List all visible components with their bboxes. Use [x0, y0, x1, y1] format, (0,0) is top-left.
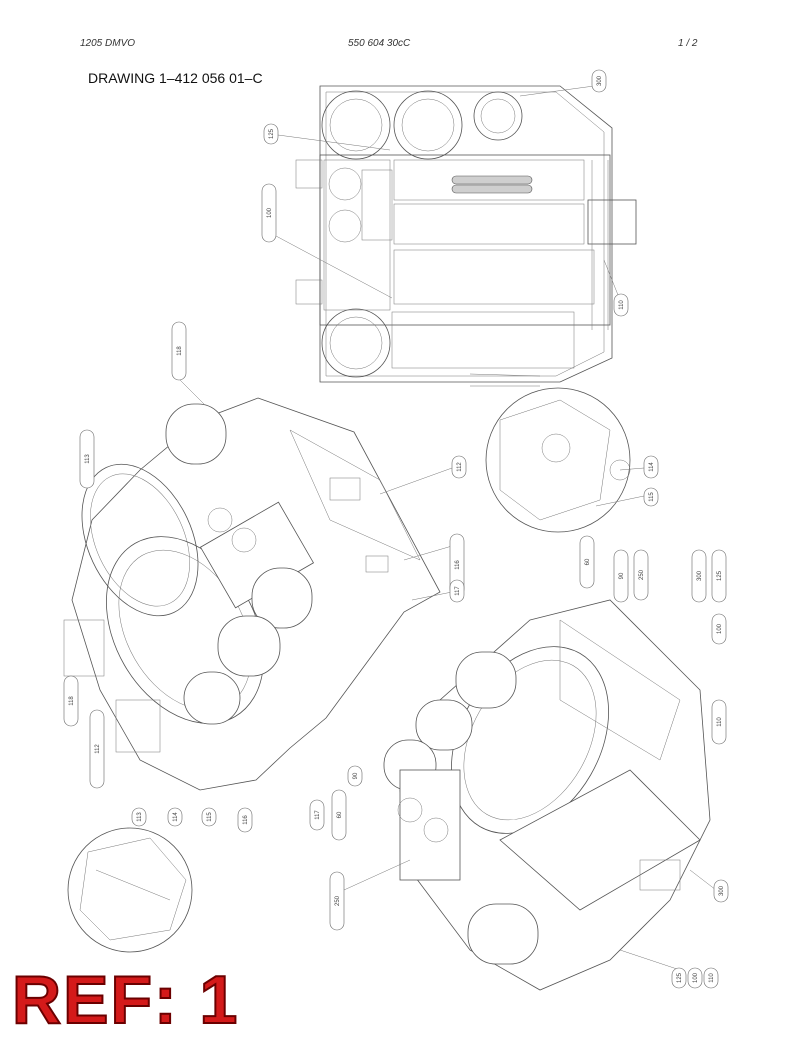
callout-label: 250 — [639, 569, 645, 580]
left-isometric-view — [63, 397, 441, 791]
callout-balloons — [63, 69, 729, 989]
callout-label: 115 — [649, 492, 655, 502]
callout-label: 250 — [335, 895, 341, 906]
callout-label: 60 — [585, 558, 591, 565]
callout-label: 117 — [315, 810, 321, 820]
reference-stamp: REF: 1 — [11, 962, 240, 1038]
detail-circle-left — [67, 827, 193, 953]
callout-label: 100 — [693, 972, 699, 983]
callout-label: 118 — [69, 696, 75, 706]
header-page-number: 1 / 2 — [678, 38, 698, 49]
callout-label: 115 — [207, 812, 213, 822]
callout-label: 112 — [457, 462, 463, 472]
callout-label: 113 — [137, 812, 143, 822]
callout-label: 300 — [597, 75, 603, 86]
leader-lines — [179, 85, 717, 971]
callout-label: 125 — [717, 570, 723, 581]
callout-label: 110 — [619, 300, 625, 310]
callout-label: 100 — [267, 207, 273, 218]
callout-label: 125 — [677, 972, 683, 983]
callout-label: 118 — [177, 346, 183, 356]
callout-label: 60 — [337, 811, 343, 818]
callout-label: 300 — [719, 885, 725, 896]
header-doc-code: 1205 DMVO — [80, 38, 136, 49]
callout-label: 110 — [709, 973, 715, 983]
callout-label: 116 — [243, 815, 249, 825]
callout-label: 90 — [353, 772, 359, 779]
callout-label: 114 — [173, 812, 179, 822]
callout-label: 90 — [619, 572, 625, 579]
callout-label: 116 — [455, 560, 461, 570]
callout-label: 300 — [697, 570, 703, 581]
callout-label: 125 — [269, 128, 275, 139]
callout-label: 113 — [85, 454, 91, 464]
detail-circle-right — [485, 387, 631, 533]
right-isometric-view — [383, 599, 711, 991]
callout-label: 117 — [455, 586, 461, 596]
callout-label: 100 — [717, 623, 723, 634]
top-view — [295, 85, 637, 387]
callout-label: 112 — [95, 744, 101, 754]
callout-label: 110 — [717, 717, 723, 727]
drawing-title: DRAWING 1–412 056 01–C — [88, 70, 263, 86]
header-part-number: 550 604 30cC — [348, 38, 411, 49]
callout-label: 114 — [649, 462, 655, 472]
